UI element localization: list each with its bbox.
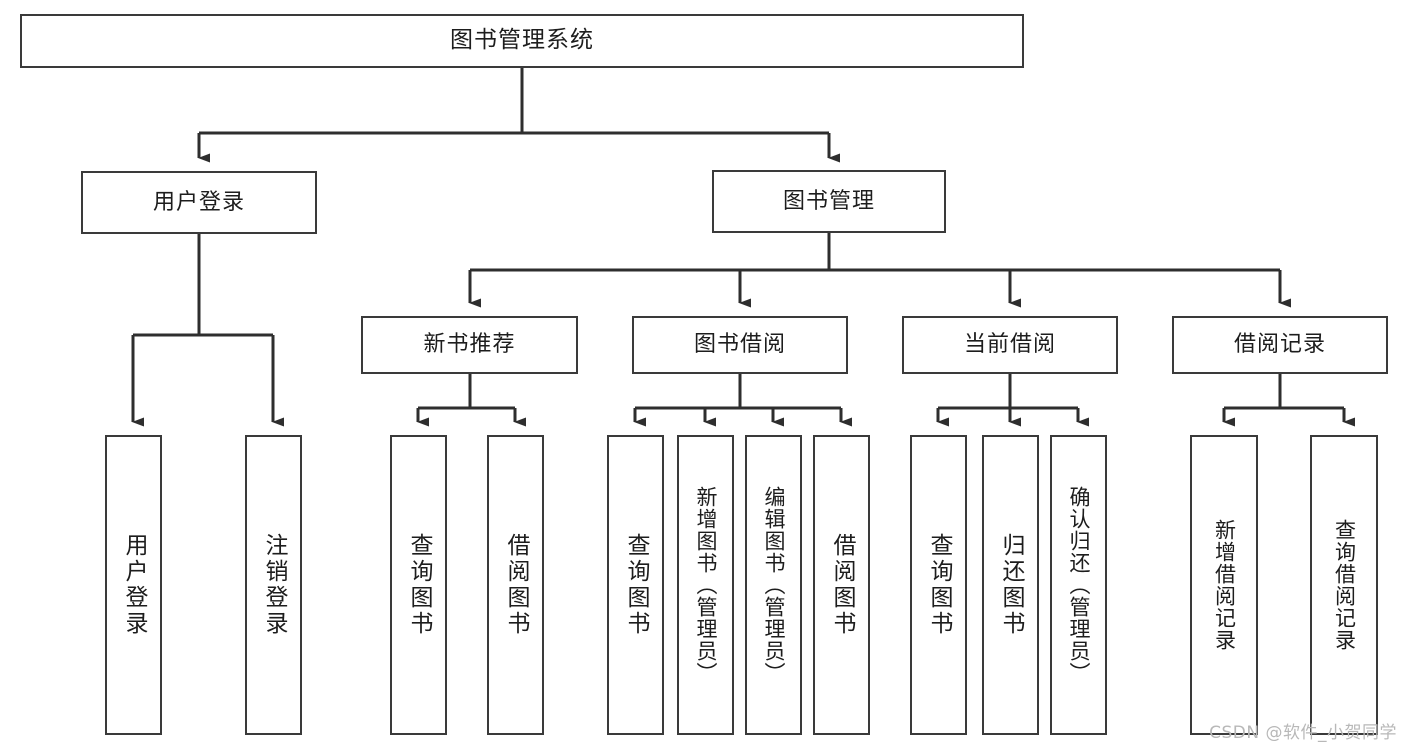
node-current-borrow[interactable]: 当前借阅: [902, 316, 1118, 374]
node-label: 查询图书: [406, 533, 432, 637]
node-label: 图书借阅: [693, 332, 786, 358]
node-user-login[interactable]: 用户登录: [81, 171, 317, 234]
leaf-new-book-query[interactable]: 查询图书: [390, 435, 447, 735]
node-label: 借阅图书: [503, 533, 529, 637]
node-label: 借阅图书: [829, 533, 855, 637]
node-label: 注销登录: [261, 533, 287, 637]
node-label: 归还图书: [998, 533, 1024, 637]
leaf-user-login-login[interactable]: 用户登录: [105, 435, 162, 735]
node-label: 查询图书: [926, 533, 952, 637]
node-label: 当前借阅: [963, 332, 1056, 358]
node-label: 新书推荐: [423, 332, 516, 358]
node-label: 图书管理: [782, 188, 875, 214]
node-label: 确认归还（管理员）: [1067, 486, 1091, 684]
node-book-borrow[interactable]: 图书借阅: [632, 316, 848, 374]
leaf-borrow-record-add[interactable]: 新增借阅记录: [1190, 435, 1258, 735]
leaf-current-borrow-return[interactable]: 归还图书: [982, 435, 1039, 735]
node-borrow-record[interactable]: 借阅记录: [1172, 316, 1388, 374]
node-root-system[interactable]: 图书管理系统: [20, 14, 1024, 68]
node-label: 图书管理系统: [450, 27, 594, 54]
leaf-book-borrow-borrow[interactable]: 借阅图书: [813, 435, 870, 735]
node-label: 编辑图书（管理员）: [762, 486, 786, 684]
node-label: 查询借阅记录: [1332, 519, 1357, 651]
node-label: 查询图书: [623, 533, 649, 637]
node-book-management[interactable]: 图书管理: [712, 170, 946, 233]
leaf-book-borrow-query[interactable]: 查询图书: [607, 435, 664, 735]
leaf-book-borrow-edit[interactable]: 编辑图书（管理员）: [745, 435, 802, 735]
leaf-current-borrow-query[interactable]: 查询图书: [910, 435, 967, 735]
node-label: 新增图书（管理员）: [694, 486, 718, 684]
node-label: 借阅记录: [1233, 332, 1326, 358]
leaf-user-login-logout[interactable]: 注销登录: [245, 435, 302, 735]
leaf-new-book-borrow[interactable]: 借阅图书: [487, 435, 544, 735]
node-label: 用户登录: [121, 533, 147, 637]
node-label: 用户登录: [152, 189, 245, 215]
leaf-book-borrow-add[interactable]: 新增图书（管理员）: [677, 435, 734, 735]
leaf-borrow-record-query[interactable]: 查询借阅记录: [1310, 435, 1378, 735]
node-label: 新增借阅记录: [1212, 519, 1237, 651]
node-new-book-recommend[interactable]: 新书推荐: [361, 316, 578, 374]
leaf-current-borrow-confirm-return[interactable]: 确认归还（管理员）: [1050, 435, 1107, 735]
